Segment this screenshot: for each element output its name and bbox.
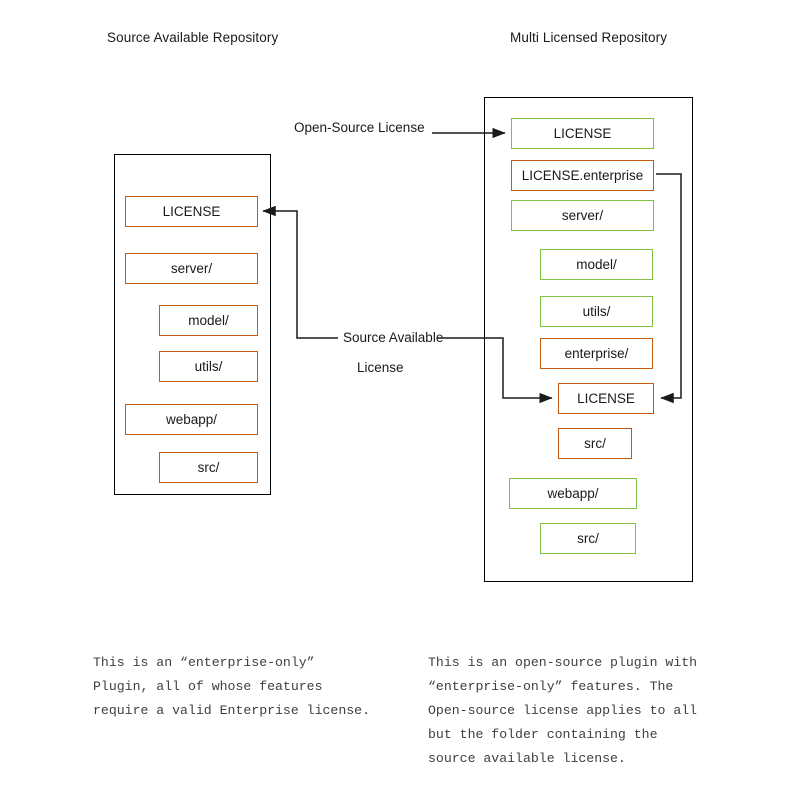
left-item-src[interactable]: src/ [159,452,258,483]
left-item-license[interactable]: LICENSE [125,196,258,227]
edge-label-source-available-line1: Source Available [343,330,444,345]
left-item-server[interactable]: server/ [125,253,258,284]
left-item-webapp[interactable]: webapp/ [125,404,258,435]
note-right: This is an open-source plugin with “ente… [428,655,698,766]
right-item-utils[interactable]: utils/ [540,296,653,327]
right-item-webapp-src[interactable]: src/ [540,523,636,554]
right-item-license-enterprise[interactable]: LICENSE.enterprise [511,160,654,191]
right-item-enterprise[interactable]: enterprise/ [540,338,653,369]
left-item-utils[interactable]: utils/ [159,351,258,382]
right-item-webapp[interactable]: webapp/ [509,478,637,509]
left-item-model[interactable]: model/ [159,305,258,336]
note-left: This is an “enterprise-only” Plugin, all… [93,655,370,718]
right-item-license-open[interactable]: LICENSE [511,118,654,149]
wire-source-available-to-left-license [262,205,338,339]
right-item-enterprise-src[interactable]: src/ [558,428,632,459]
right-item-model[interactable]: model/ [540,249,653,280]
right-repo-title: Multi Licensed Repository [510,30,668,45]
right-item-server[interactable]: server/ [511,200,654,231]
edge-label-open-source-license: Open-Source License [294,120,425,135]
left-repo-title: Source Available Repository [107,30,279,45]
right-item-license-source-available[interactable]: LICENSE [558,383,654,414]
edge-label-source-available-line2: License [357,360,404,375]
